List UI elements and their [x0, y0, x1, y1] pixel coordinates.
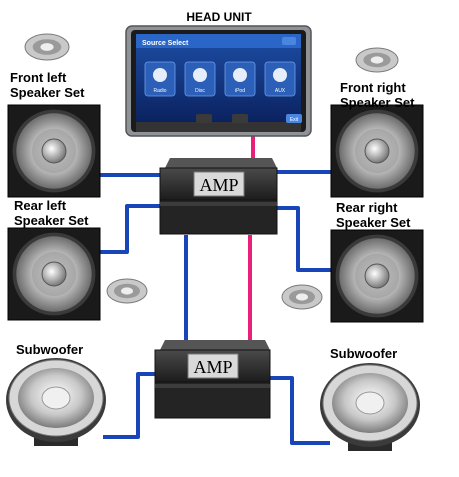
wire-rear-left: [100, 204, 163, 254]
signal-wires: [248, 134, 255, 343]
source-button-radio[interactable]: Radio: [144, 61, 176, 97]
subwoofers: [6, 358, 420, 451]
front-left-speaker: [7, 104, 101, 198]
subwoofer-left: [6, 358, 106, 446]
amplifier-bottom: AMP: [154, 340, 271, 419]
source-icon: [233, 68, 247, 82]
tweeter-front-right: [355, 47, 399, 73]
subwoofer-left-label: Subwoofer: [16, 342, 84, 357]
source-label: iPod: [235, 88, 245, 94]
front-right-speaker: [330, 104, 424, 198]
source-label: AUX: [275, 88, 286, 94]
source-button-disc[interactable]: Disc: [184, 61, 216, 97]
speakers: [7, 104, 424, 323]
source-icon: [273, 68, 287, 82]
rear-left-speaker: [7, 227, 101, 321]
head-unit-title: HEAD UNIT: [186, 10, 252, 24]
rear-right-speaker: [330, 229, 424, 323]
tweeter-front-left: [24, 33, 70, 61]
speaker-wires: [98, 170, 333, 445]
wire-rear-right: [275, 206, 333, 272]
exit-label: Exit: [290, 117, 299, 123]
exit-button[interactable]: [286, 114, 302, 123]
subwoofer-right: [320, 363, 420, 451]
subwoofer-right-label: Subwoofer: [330, 346, 398, 361]
head-unit: HEAD UNIT Source Select Radio Disc iPod AUX…: [125, 10, 312, 137]
source-button-ipod[interactable]: iPod: [224, 61, 256, 97]
wire-sub-left: [103, 372, 158, 439]
screen-title: Source Select: [142, 40, 189, 47]
source-icon: [193, 68, 207, 82]
tweeter-rear-left: [106, 278, 148, 304]
source-label: Radio: [153, 88, 166, 94]
amplifier-top: AMP: [159, 158, 278, 235]
tweeter-rear-right: [281, 284, 323, 310]
wire-sub-right: [270, 376, 330, 445]
tweeters: [24, 33, 399, 310]
source-button-aux[interactable]: AUX: [264, 61, 296, 97]
amp-label: AMP: [199, 175, 238, 195]
source-icon: [153, 68, 167, 82]
source-buttons: Radio Disc iPod AUX: [144, 61, 296, 97]
source-label: Disc: [195, 88, 205, 94]
amp-label: AMP: [193, 357, 232, 377]
